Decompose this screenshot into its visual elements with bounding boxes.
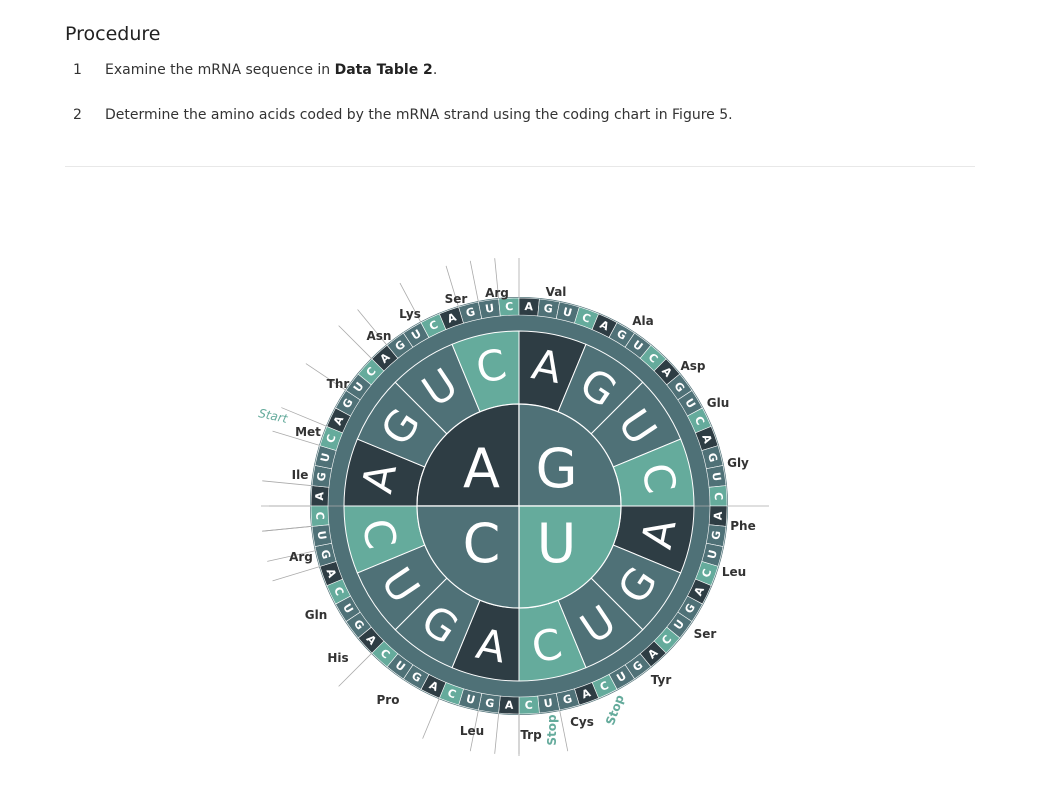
third-base-letter: U (484, 302, 495, 316)
first-base-letter: U (537, 512, 577, 575)
third-base-letter: C (699, 567, 714, 579)
third-base-letter: C (313, 511, 326, 520)
first-base-quadrant (518, 403, 622, 507)
third-base-letter: A (524, 300, 534, 313)
third-base-letter: A (313, 491, 326, 501)
third-base-letter: U (562, 305, 574, 320)
amino-acid-divider-line (262, 480, 313, 487)
third-base-letter: C (505, 300, 514, 313)
third-base-letter: G (543, 302, 554, 316)
third-base-letter: U (465, 692, 477, 707)
amino-acid-divider-line (267, 550, 316, 562)
third-base-letter: G (705, 452, 720, 464)
amino-acid-divider-line (559, 709, 569, 752)
procedure-step-1: 1 Examine the mRNA sequence in Data Table… (73, 62, 437, 78)
third-base-letter: U (543, 696, 554, 710)
amino-acid-label: Gln (305, 608, 328, 622)
step-number: 2 (73, 107, 82, 123)
first-base-quadrant (416, 403, 520, 507)
third-base-letter: G (315, 471, 329, 482)
amino-acid-label: Val (546, 285, 567, 299)
amino-acid-divider-line (338, 652, 373, 687)
amino-acid-divider-line (272, 566, 321, 582)
amino-acid-divider-line (469, 260, 479, 303)
amino-acid-label: Ala (632, 314, 654, 328)
amino-acid-divider-line (338, 325, 373, 360)
amino-acid-divider-line (262, 525, 313, 532)
third-base-letter: G (465, 305, 477, 320)
amino-acid-label: Lys (399, 307, 421, 321)
first-base-letter: A (463, 437, 500, 500)
page-title: Procedure (65, 23, 161, 45)
third-base-letter: C (712, 492, 725, 501)
procedure-step-2: 2 Determine the amino acids coded by the … (73, 107, 733, 123)
third-base-letter: C (324, 433, 339, 445)
third-base-letter: A (505, 699, 515, 712)
amino-acid-label: Ile (292, 468, 309, 482)
section-divider (65, 166, 975, 167)
amino-acid-label: Phe (730, 519, 755, 533)
amino-acid-label: Arg (289, 550, 313, 564)
amino-acid-label: Cys (570, 715, 594, 729)
third-base-letter: C (580, 311, 592, 326)
first-base-letter: C (463, 512, 501, 575)
data-table-reference: Data Table 2 (334, 62, 433, 78)
amino-acid-label: Stop (545, 714, 559, 746)
third-base-letter: U (705, 549, 720, 561)
amino-acid-divider-line (422, 698, 440, 739)
amino-acid-divider-line (445, 265, 459, 308)
amino-acid-label: Asp (680, 359, 705, 373)
amino-acid-label: His (327, 651, 348, 665)
step-text: Examine the mRNA sequence in (105, 62, 335, 78)
amino-acid-label: Glu (707, 396, 730, 410)
amino-acid-label: Thr (327, 377, 350, 391)
third-base-letter: G (709, 530, 723, 541)
amino-acid-label: Stop (603, 693, 627, 728)
third-base-letter: G (484, 696, 495, 710)
third-base-letter: U (318, 452, 333, 464)
amino-acid-label: Pro (377, 693, 400, 707)
third-base-letter: U (315, 530, 329, 541)
third-base-letter: C (524, 699, 533, 712)
amino-acid-label: Gly (727, 456, 749, 470)
third-base-letter: U (709, 471, 723, 482)
amino-acid-divider-line (494, 258, 500, 300)
step-text-end: . (432, 62, 438, 78)
step-text: Determine the amino acids coded by the m… (105, 107, 733, 123)
step-number: 1 (73, 62, 82, 78)
third-base-letter: C (446, 686, 458, 701)
amino-acid-divider-line (305, 363, 347, 391)
amino-acid-label: Asn (367, 329, 392, 343)
amino-acid-divider-line (281, 407, 327, 427)
third-base-letter: G (562, 692, 574, 707)
amino-acid-label: Tyr (651, 673, 672, 687)
first-base-quadrant (416, 505, 520, 609)
amino-acid-divider-line (494, 712, 500, 754)
third-base-letter: G (318, 549, 333, 561)
amino-acid-divider-line (357, 309, 388, 346)
amino-acid-label: Arg (485, 286, 509, 300)
amino-acid-label: Met (295, 425, 321, 439)
amino-acid-divider-line (399, 282, 422, 323)
start-codon-label: Start (257, 406, 290, 426)
amino-acid-label: Leu (460, 724, 484, 738)
first-base-quadrant (518, 505, 622, 609)
amino-acid-label: Ser (694, 627, 717, 641)
third-base-segment (310, 505, 330, 527)
amino-acid-divider-line (272, 430, 321, 446)
third-base-letter: A (712, 511, 725, 521)
amino-acid-label: Leu (722, 565, 746, 579)
first-base-letter: G (536, 437, 578, 500)
amino-acid-label: Trp (520, 728, 542, 742)
amino-acid-divider-line (469, 709, 479, 752)
amino-acid-label: Ser (445, 292, 468, 306)
